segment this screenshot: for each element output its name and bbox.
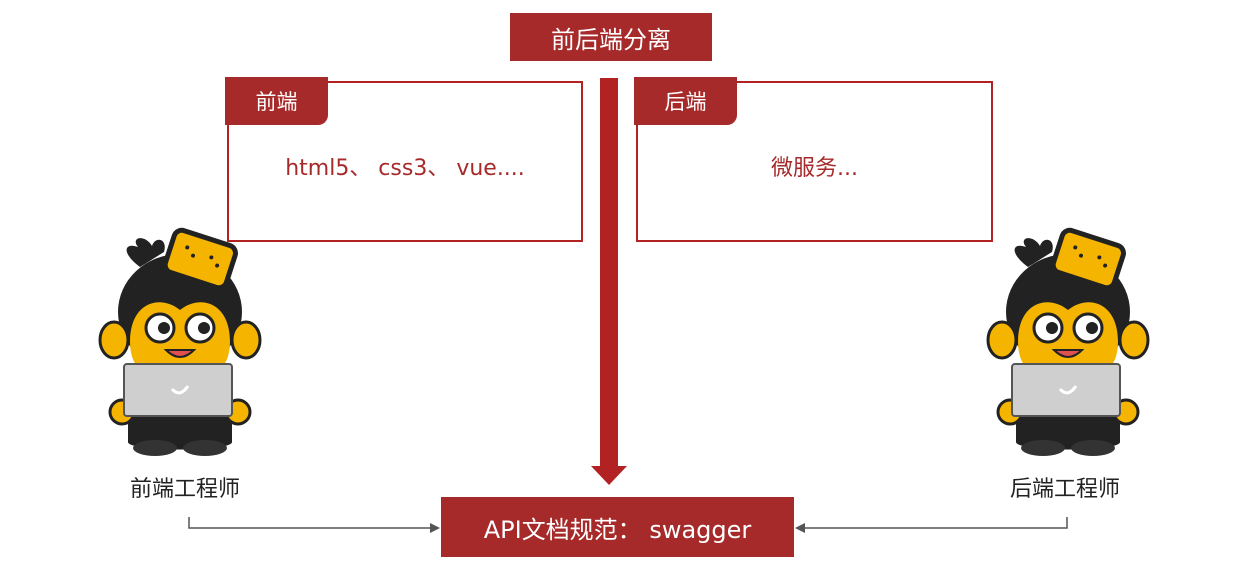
frontend-content: html5、 css3、 vue.... [285, 156, 525, 181]
api-doc-box: API文档规范： swagger [441, 497, 794, 557]
back-engineer-label: 后端工程师 [1009, 477, 1120, 502]
monkey-with-laptop-icon [986, 227, 1150, 456]
down-arrow-icon [591, 78, 627, 485]
frontend-tag: 前端 [225, 77, 328, 125]
front-connector-line [188, 517, 440, 533]
backend-content: 微服务... [771, 156, 858, 181]
page-title: 前后端分离 [510, 13, 712, 61]
front-engineer-label: 前端工程师 [129, 477, 240, 502]
backend-tag: 后端 [634, 77, 737, 125]
monkey-with-laptop-icon [98, 227, 262, 456]
back-connector-line [795, 517, 1068, 533]
